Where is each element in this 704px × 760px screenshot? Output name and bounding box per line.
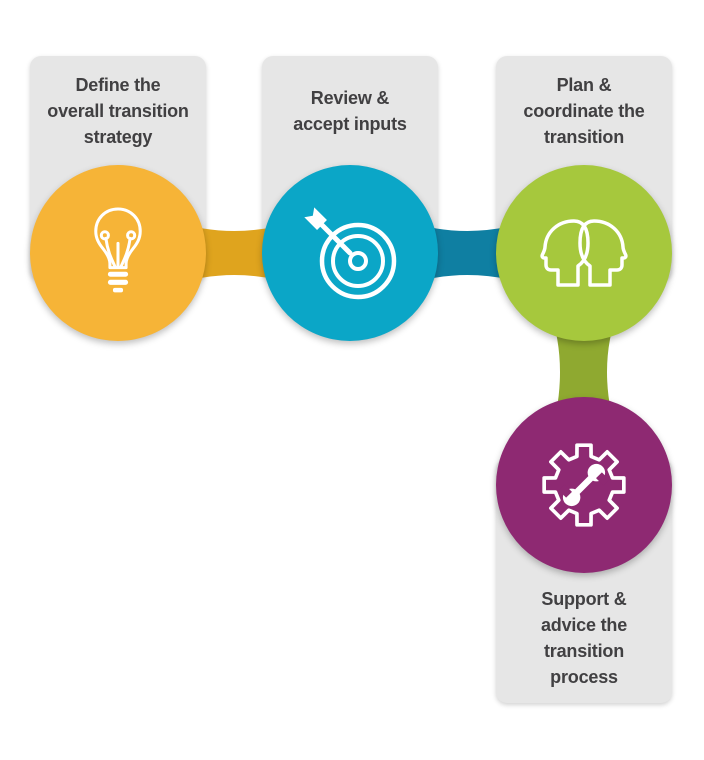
- step-2-label: Review & accept inputs: [293, 87, 407, 134]
- step-1-label: Define the overall transition strategy: [47, 74, 189, 147]
- step-circle-support-advice: [496, 397, 672, 573]
- step-3-label: Plan & coordinate the transition: [523, 74, 645, 147]
- step-circle-review-inputs: [262, 165, 438, 341]
- dartboard-icon: [304, 207, 397, 300]
- step-circle-plan-coordinate: [496, 165, 672, 341]
- step-4-label: Support & advice the transition process: [540, 589, 628, 687]
- gear-wrench-icon: [542, 443, 626, 527]
- two-heads-icon: [540, 219, 628, 287]
- lightbulb-icon: [94, 207, 142, 292]
- step-circle-define-strategy: [30, 165, 206, 341]
